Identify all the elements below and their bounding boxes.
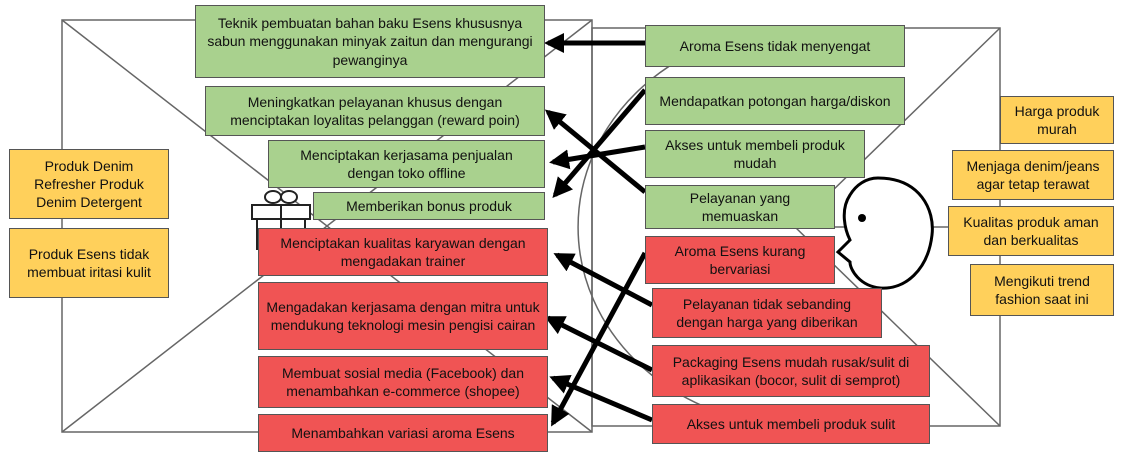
no-irritation-box: Produk Esens tidak membuat iritasi kulit	[9, 228, 169, 298]
solution-green-1: Teknik pembuatan bahan baku Esens khusus…	[195, 5, 545, 78]
product-denim-text: Produk Denim Refresher Produk Denim Dete…	[34, 157, 144, 211]
gain-green-3: Akses untuk membeli produk mudah	[645, 130, 865, 178]
product-denim-box: Produk Denim Refresher Produk Denim Dete…	[9, 149, 169, 219]
gain-green-3-text: Akses untuk membeli produk mudah	[665, 136, 845, 171]
pain-red-2-text: Pelayanan tidak sebanding dengan harga y…	[676, 295, 858, 330]
gain-green-4-text: Pelayanan yang memuaskan	[689, 189, 791, 224]
solution-red-1: Menciptakan kualitas karyawan dengan men…	[258, 228, 548, 276]
solution-red-4: Menambahkan variasi aroma Esens	[258, 414, 548, 452]
job-yellow-4: Mengikuti trend fashion saat ini	[970, 264, 1114, 316]
pain-red-1-text: Aroma Esens kurang bervariasi	[674, 242, 806, 277]
gain-green-2-text: Mendapatkan potongan harga/diskon	[659, 92, 891, 109]
pain-red-4: Akses untuk membeli produk sulit	[652, 404, 930, 444]
solution-green-1-text: Teknik pembuatan bahan baku Esens khusus…	[207, 15, 533, 68]
pain-red-1: Aroma Esens kurang bervariasi	[645, 236, 835, 284]
solution-green-4: Memberikan bonus produk	[313, 192, 545, 220]
job-yellow-1: Harga produk murah	[1000, 96, 1114, 144]
solution-red-2-text: Mengadakan kerjasama dengan mitra untuk …	[266, 298, 540, 333]
solution-red-1-text: Menciptakan kualitas karyawan dengan men…	[280, 234, 526, 269]
gain-green-2: Mendapatkan potongan harga/diskon	[645, 77, 905, 125]
job-yellow-3: Kualitas produk aman dan berkualitas	[948, 206, 1114, 256]
arrows	[544, 33, 654, 427]
job-yellow-2-text: Menjaga denim/jeans agar tetap terawat	[966, 157, 1100, 192]
job-yellow-4-text: Mengikuti trend fashion saat ini	[994, 272, 1090, 307]
gain-green-1-text: Aroma Esens tidak menyengat	[679, 37, 871, 54]
solution-green-4-text: Memberikan bonus produk	[346, 197, 512, 214]
solution-green-2-text: Meningkatkan pelayanan khusus dengan men…	[230, 93, 520, 128]
solution-red-3-text: Membuat sosial media (Facebook) dan mena…	[281, 364, 524, 399]
solution-green-2: Meningkatkan pelayanan khusus dengan men…	[205, 86, 545, 136]
pain-red-3-text: Packaging Esens mudah rusak/sulit di apl…	[672, 353, 910, 388]
job-yellow-2: Menjaga denim/jeans agar tetap terawat	[952, 150, 1114, 200]
no-irritation-text: Produk Esens tidak membuat iritasi kulit	[27, 245, 151, 280]
solution-green-3-text: Menciptakan kerjasama penjualan dengan t…	[300, 146, 513, 181]
gain-green-4: Pelayanan yang memuaskan	[645, 185, 835, 229]
solution-green-3: Menciptakan kerjasama penjualan dengan t…	[268, 140, 545, 188]
pain-red-4-text: Akses untuk membeli produk sulit	[686, 415, 896, 432]
job-yellow-3-text: Kualitas produk aman dan berkualitas	[963, 213, 1099, 248]
job-yellow-1-text: Harga produk murah	[1014, 102, 1100, 137]
gain-green-1: Aroma Esens tidak menyengat	[645, 25, 905, 67]
solution-red-2: Mengadakan kerjasama dengan mitra untuk …	[258, 282, 548, 350]
pain-red-2: Pelayanan tidak sebanding dengan harga y…	[652, 288, 882, 338]
solution-red-4-text: Menambahkan variasi aroma Esens	[291, 424, 515, 441]
pain-red-3: Packaging Esens mudah rusak/sulit di apl…	[652, 345, 930, 397]
face-icon	[835, 176, 934, 290]
solution-red-3: Membuat sosial media (Facebook) dan mena…	[258, 356, 548, 408]
